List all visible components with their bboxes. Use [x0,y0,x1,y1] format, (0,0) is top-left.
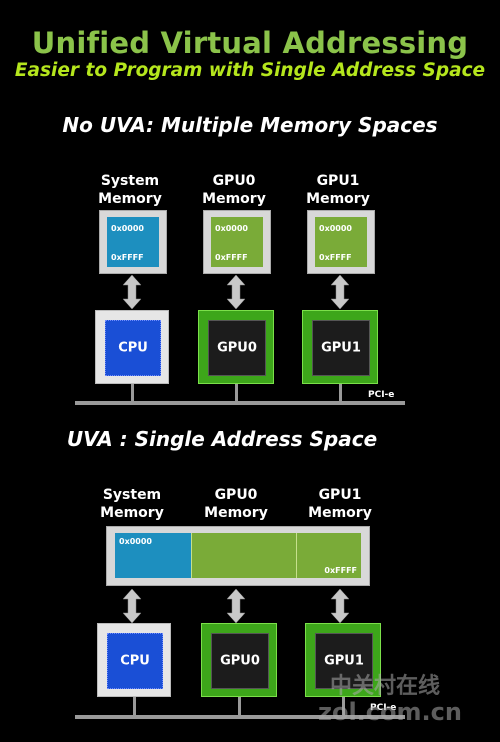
system-memory-box: 0x0000 0xFFFF [99,210,167,274]
gpu1-chip: GPU1 [302,310,378,384]
address-start: 0x0000 [215,224,248,233]
pcie-bus-line [75,715,405,719]
address-end: 0xFFFF [324,566,357,575]
address-end: 0xFFFF [319,253,352,262]
cpu-label: CPU [118,340,148,356]
double-arrow-icon [122,274,142,310]
gpu0-memory-fill: 0x0000 0xFFFF [211,217,263,267]
double-arrow-icon [226,588,246,624]
page-title: Unified Virtual Addressing [31,26,469,60]
address-start: 0x0000 [319,224,352,233]
cpu-label: CPU [120,653,150,669]
uva-heading: UVA : Single Address Space [66,427,378,451]
system-memory-segment [115,533,191,578]
double-arrow-icon [330,274,350,310]
double-arrow-icon [226,274,246,310]
gpu1-memory-segment [296,533,361,578]
no-uva-heading: No UVA: Multiple Memory Spaces [62,113,438,137]
cpu-chip: CPU [97,623,171,697]
gpu0-memory-segment [191,533,296,578]
page-subtitle: Easier to Program with Single Address Sp… [14,60,486,81]
pcie-label: PCI-e [368,390,395,400]
double-arrow-icon [330,588,350,624]
gpu0-label: GPU0 [217,340,257,356]
address-start: 0x0000 [119,537,152,546]
cpu-chip: CPU [95,310,169,384]
gpu1-label: GPU1 [324,653,364,669]
gpu1-memory-fill: 0x0000 0xFFFF [315,217,367,267]
address-end: 0xFFFF [215,253,248,262]
watermark-url: zol.com.cn [318,698,462,726]
pcie-bus-line [75,401,405,405]
gpu1-label: GPU1 [321,340,361,356]
pcie-label: PCI-e [370,703,397,713]
watermark-cn: 中关村在线 [330,674,441,699]
gpu1-memory-box: 0x0000 0xFFFF [307,210,375,274]
system-memory-fill: 0x0000 0xFFFF [107,217,159,267]
gpu0-memory-box: 0x0000 0xFFFF [203,210,271,274]
gpu0-label: GPU0 [220,653,260,669]
gpu0-chip: GPU0 [198,310,274,384]
double-arrow-icon [122,588,142,624]
gpu1-chip: GPU1 [305,623,381,697]
address-start: 0x0000 [111,224,144,233]
unified-memory-box: 0x0000 0xFFFF [106,526,370,586]
gpu0-chip: GPU0 [201,623,277,697]
address-end: 0xFFFF [111,253,144,262]
